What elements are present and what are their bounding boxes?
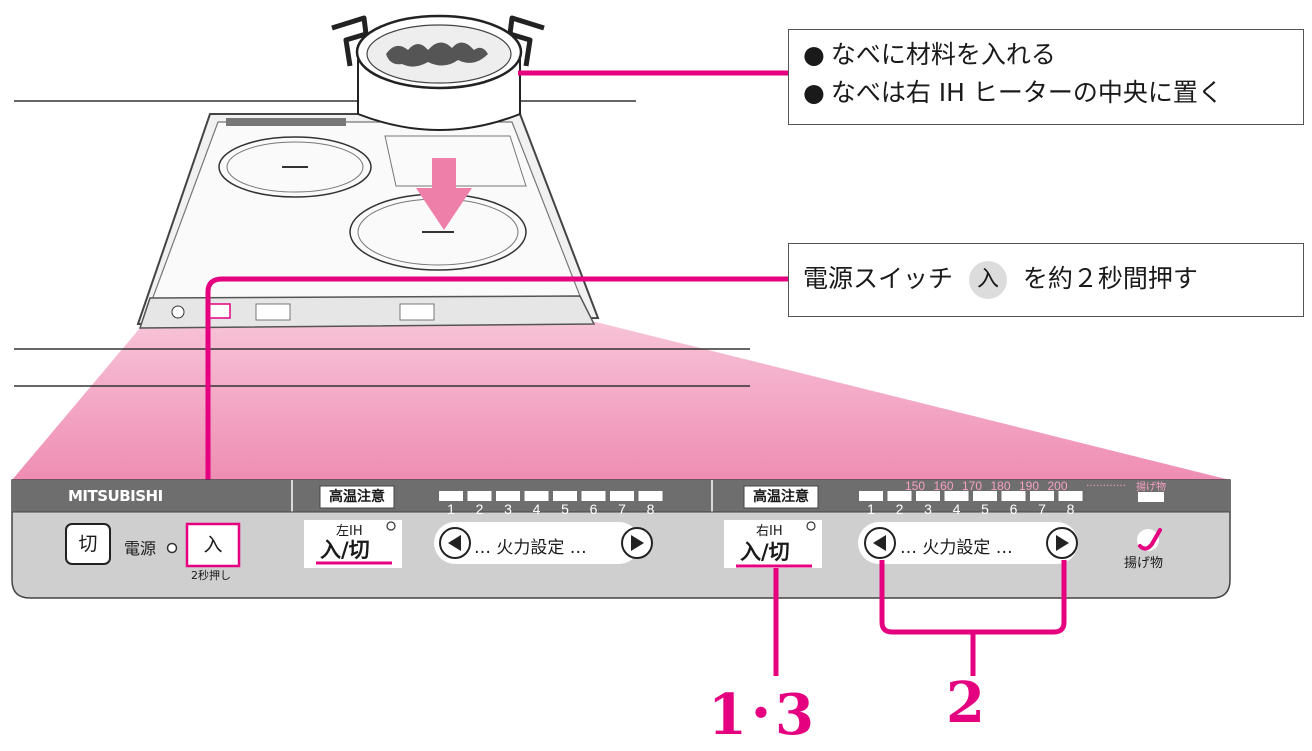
pot-icon xyxy=(331,14,545,131)
level-number: 7 xyxy=(618,501,626,517)
zoom-projection xyxy=(12,322,1230,480)
on-key-note: 2秒押し xyxy=(191,569,231,582)
heat-setting-left-frame xyxy=(434,522,640,564)
level-bar xyxy=(973,491,997,501)
fry-top-label: 揚げ物 xyxy=(1136,482,1166,493)
level-number: 5 xyxy=(561,501,569,517)
temperature-label: 200 xyxy=(1047,479,1067,493)
power-label: 電源 xyxy=(124,539,157,558)
heat-setting-right: … 火力設定 … xyxy=(900,538,1013,558)
level-number: 2 xyxy=(896,501,904,517)
fry-indicator-bar xyxy=(1138,492,1164,502)
heat-setting-right-frame xyxy=(858,522,1078,564)
right-ih-key[interactable]: 入/切 xyxy=(740,540,790,564)
level-number: 1 xyxy=(867,501,875,517)
off-key[interactable]: 切 xyxy=(78,533,98,555)
level-bar xyxy=(439,491,463,501)
power-callout: 電源スイッチ 入 を約２秒間押す xyxy=(788,243,1304,317)
power-led-icon xyxy=(166,542,178,554)
temperature-label: 170 xyxy=(962,479,982,493)
temperature-label: 190 xyxy=(1019,479,1039,493)
level-bar xyxy=(887,491,912,501)
pot-callout-line1: なべに材料を入れる xyxy=(830,40,1056,69)
level-number: 4 xyxy=(533,501,541,517)
right-ih-label: 右IH xyxy=(756,524,783,539)
level-bar xyxy=(581,491,606,501)
level-bar xyxy=(553,491,577,501)
level-bar xyxy=(944,491,969,501)
right-ih-key-frame xyxy=(724,520,822,568)
pot-callout: ●なべに材料を入れる ●なべは右 IH ヒーターの中央に置く xyxy=(788,29,1304,125)
power-callout-chip: 入 xyxy=(968,261,1007,299)
level-bar xyxy=(1058,491,1083,501)
level-number: 8 xyxy=(1067,501,1075,517)
level-number: 2 xyxy=(476,501,484,517)
left-ih-label: 左IH xyxy=(336,524,363,539)
level-number: 1 xyxy=(447,501,455,517)
down-arrow-icon xyxy=(416,158,472,230)
level-bars-right xyxy=(859,491,1083,501)
level-bar xyxy=(524,491,549,501)
temperature-label: 160 xyxy=(933,479,953,493)
step-label-2: 2 xyxy=(946,670,985,736)
left-heater xyxy=(218,136,372,198)
level-number: 5 xyxy=(981,501,989,517)
temperature-label: 180 xyxy=(990,479,1010,493)
level-bars-left xyxy=(439,491,663,501)
level-number: 3 xyxy=(924,501,932,517)
power-callout-before: 電源スイッチ xyxy=(803,264,954,293)
cooktop xyxy=(136,113,600,329)
step-label-13: 1･3 xyxy=(708,682,814,748)
step-2-bracket xyxy=(879,560,1067,676)
level-numbers-right: 1 2 3 4 5 6 7 8 xyxy=(867,501,1075,517)
off-key-frame xyxy=(65,523,111,565)
on-key-frame xyxy=(185,522,241,568)
control-panel xyxy=(11,479,1231,599)
high-temp-right: 高温注意 xyxy=(753,489,809,505)
power-callout-after: を約２秒間押す xyxy=(1022,264,1198,293)
level-bar xyxy=(1030,491,1054,501)
level-bar xyxy=(610,491,634,501)
temperature-label: 150 xyxy=(905,479,925,493)
high-temp-right-box xyxy=(743,485,819,509)
heat-setting-left: … 火力設定 … xyxy=(474,538,587,558)
leader-power xyxy=(205,276,792,520)
pot-callout-line2: なべは右 IH ヒーターの中央に置く xyxy=(830,78,1223,107)
level-numbers-left: 1 2 3 4 5 6 7 8 xyxy=(447,501,655,517)
temperature-labels: 150 160 170 180 190 200 xyxy=(905,479,1068,493)
level-bar xyxy=(638,491,663,501)
left-ih-key[interactable]: 入/切 xyxy=(320,538,370,562)
level-bar xyxy=(1001,491,1026,501)
mini-control-panel xyxy=(138,295,596,329)
level-number: 6 xyxy=(1010,501,1018,517)
level-number: 4 xyxy=(953,501,961,517)
fry-icon xyxy=(1137,528,1162,551)
level-number: 8 xyxy=(647,501,655,517)
left-ih-key-frame xyxy=(304,520,402,568)
fry-label: 揚げ物 xyxy=(1124,556,1164,571)
fry-dots: ………… xyxy=(1086,478,1126,489)
on-key[interactable]: 入 xyxy=(203,534,223,556)
brand-logo: MITSUBISHI xyxy=(68,487,163,505)
level-bar xyxy=(467,491,492,501)
level-number: 3 xyxy=(504,501,512,517)
high-temp-left: 高温注意 xyxy=(329,489,385,505)
high-temp-left-box xyxy=(319,485,395,509)
level-number: 7 xyxy=(1038,501,1046,517)
level-bar xyxy=(496,491,520,501)
level-bar xyxy=(859,491,883,501)
level-bar xyxy=(916,491,940,501)
level-number: 6 xyxy=(590,501,598,517)
